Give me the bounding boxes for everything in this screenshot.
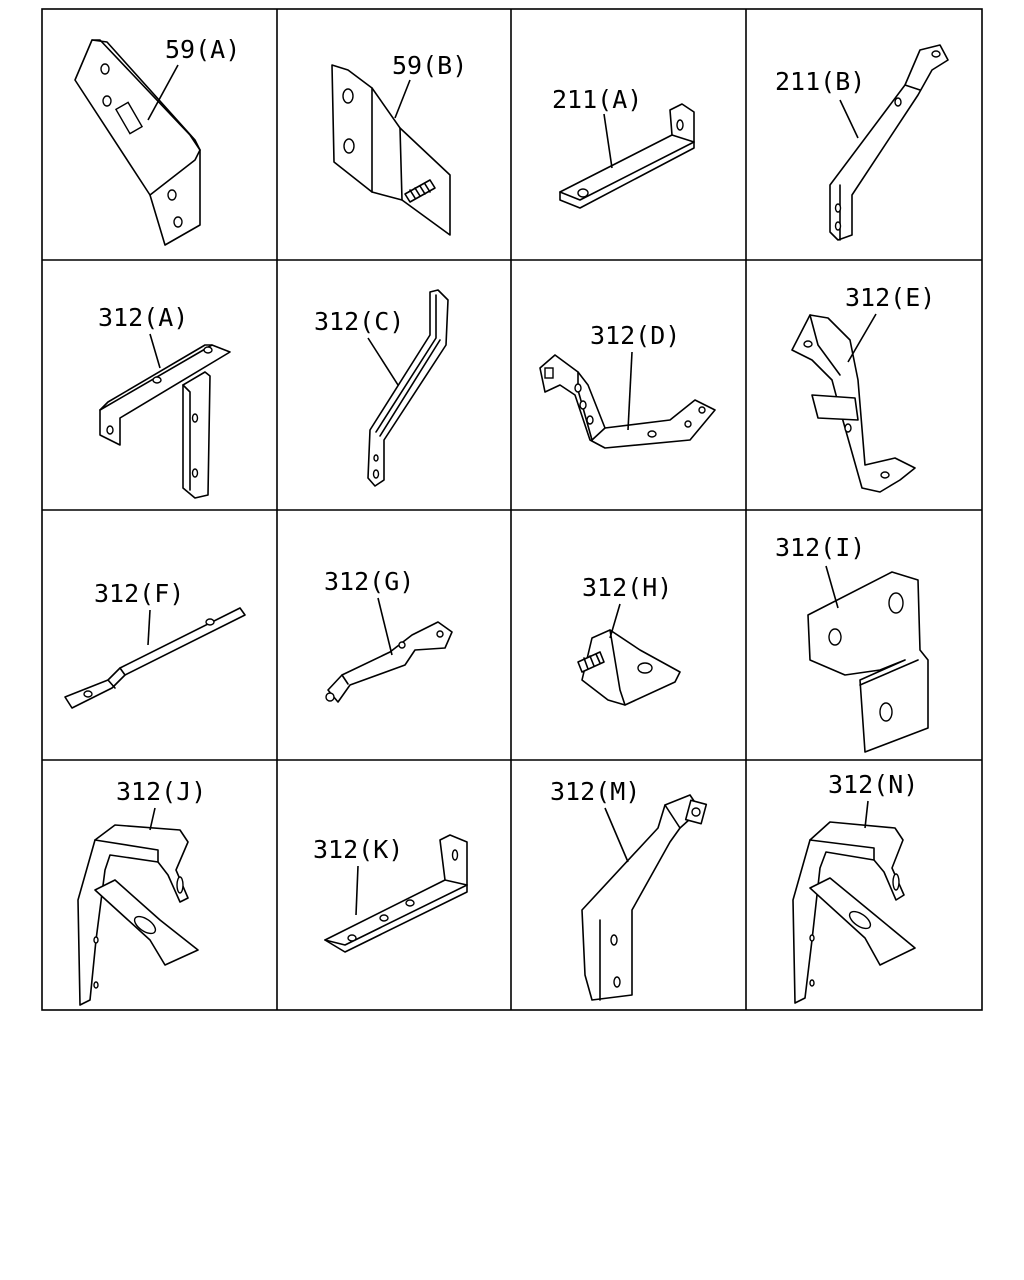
bracket-312N-drawing (792, 821, 916, 1004)
leader-312H (609, 603, 621, 639)
bracket-312J-drawing (77, 824, 199, 1006)
leader-312I (825, 565, 839, 609)
bracket-211A-drawing (559, 103, 695, 209)
cell-211A: 211(A) (552, 85, 695, 209)
part-label-312H: 312(H) (582, 573, 672, 602)
leader-312C (367, 337, 399, 386)
bracket-312A-drawing (99, 344, 231, 499)
leader-211A (603, 113, 613, 169)
leader-312E (847, 313, 877, 363)
part-label-312N: 312(N) (828, 770, 918, 799)
bracket-59B-drawing (331, 64, 451, 236)
leader-59B (394, 79, 411, 119)
part-label-312J: 312(J) (116, 777, 206, 806)
leader-312J (149, 807, 156, 831)
bracket-312E-drawing (791, 314, 916, 493)
part-label-211B: 211(B) (775, 67, 865, 96)
cell-312J: 312(J) (77, 777, 206, 1006)
bracket-312G-drawing (325, 621, 453, 703)
leader-312D (627, 351, 633, 431)
part-label-312I: 312(I) (775, 533, 865, 562)
part-label-59A: 59(A) (165, 35, 240, 64)
leader-312M (604, 807, 629, 863)
leader-312F (147, 609, 151, 646)
leader-211B (839, 99, 859, 139)
cell-312I: 312(I) (775, 533, 929, 753)
cell-312G: 312(G) (324, 567, 453, 703)
part-label-312M: 312(M) (550, 777, 640, 806)
bracket-312K-drawing (324, 834, 468, 953)
bracket-59A-drawing (74, 39, 201, 246)
part-label-312E: 312(E) (845, 283, 935, 312)
leader-312N (864, 800, 869, 829)
bracket-312H-drawing (577, 629, 681, 706)
part-label-312F: 312(F) (94, 579, 184, 608)
leader-312G (377, 597, 393, 656)
cell-312C: 312(C) (314, 289, 449, 487)
part-label-312A: 312(A) (98, 303, 188, 332)
part-label-312K: 312(K) (313, 835, 403, 864)
cell-312D: 312(D) (539, 321, 716, 449)
cell-312H: 312(H) (577, 573, 681, 706)
cell-211B: 211(B) (775, 44, 949, 241)
cell-312E: 312(E) (791, 283, 935, 493)
bracket-312M-drawing (581, 794, 708, 1001)
part-label-312D: 312(D) (590, 321, 680, 350)
cell-59A: 59(A) (74, 35, 240, 246)
bracket-312C-drawing (367, 289, 449, 487)
cell-312K: 312(K) (313, 834, 468, 953)
part-label-312C: 312(C) (314, 307, 404, 336)
bracket-312F-drawing (64, 607, 246, 709)
cell-312N: 312(N) (792, 770, 918, 1004)
bracket-312D-drawing (539, 354, 716, 449)
leader-312K (355, 865, 359, 916)
parts-grid (41, 8, 983, 1011)
part-label-211A: 211(A) (552, 85, 642, 114)
leader-59A (147, 64, 179, 121)
bracket-312I-drawing (807, 571, 929, 753)
part-label-59B: 59(B) (392, 51, 467, 80)
cell-312A: 312(A) (98, 303, 231, 499)
cell-59B: 59(B) (331, 51, 467, 236)
cell-312F: 312(F) (64, 579, 246, 709)
part-label-312G: 312(G) (324, 567, 414, 596)
cell-312M: 312(M) (550, 777, 708, 1001)
bracket-211B-drawing (829, 44, 949, 241)
leader-312A (149, 333, 161, 369)
